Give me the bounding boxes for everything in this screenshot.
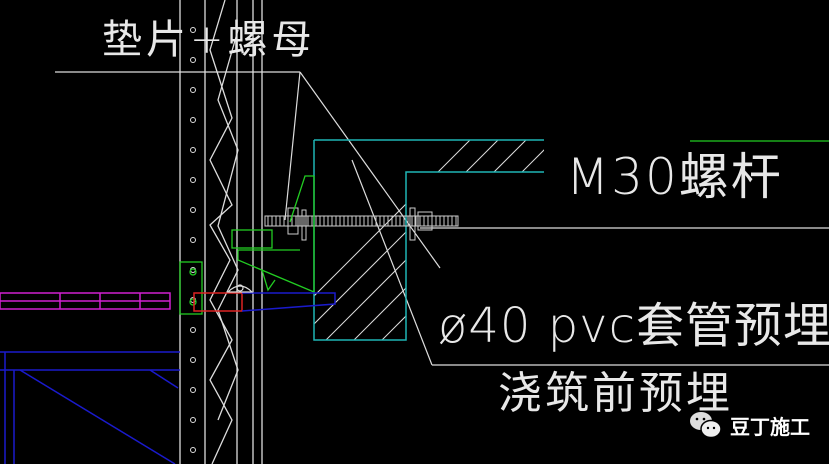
column-hole <box>190 57 196 63</box>
column-hole <box>190 357 196 363</box>
column-hole <box>190 417 196 423</box>
column-hole <box>190 147 196 153</box>
column-holes <box>190 27 196 453</box>
column-hole <box>190 237 196 243</box>
column-hole <box>190 327 196 333</box>
pvc-sleeve-label: ø40 pvc套管预埋 <box>438 298 829 354</box>
magenta-platform <box>0 292 171 310</box>
clamp <box>226 284 254 293</box>
watermark: 豆丁施工 <box>688 410 810 440</box>
column-hole <box>190 27 196 33</box>
washer-nut-label: 垫片+螺母 <box>102 17 316 63</box>
m30-rod-label: M30螺杆 <box>566 148 783 206</box>
leader-lines <box>55 71 829 366</box>
column-hole <box>190 447 196 453</box>
hatch-line <box>314 140 481 340</box>
red-tie-plate <box>193 292 243 312</box>
hatch-line <box>314 140 509 340</box>
column-hole <box>190 87 196 93</box>
green-bracket <box>179 175 315 315</box>
column-hole <box>190 207 196 213</box>
m30-rod <box>264 207 459 241</box>
scaffold-column <box>179 0 263 464</box>
column-hole <box>190 387 196 393</box>
column-hole <box>190 177 196 183</box>
pre-embed-label: 浇筑前预埋 <box>498 368 733 419</box>
wechat-icon <box>690 412 722 439</box>
blue-beam <box>0 292 336 464</box>
column-hole <box>190 117 196 123</box>
watermark-text: 豆丁施工 <box>730 414 810 439</box>
